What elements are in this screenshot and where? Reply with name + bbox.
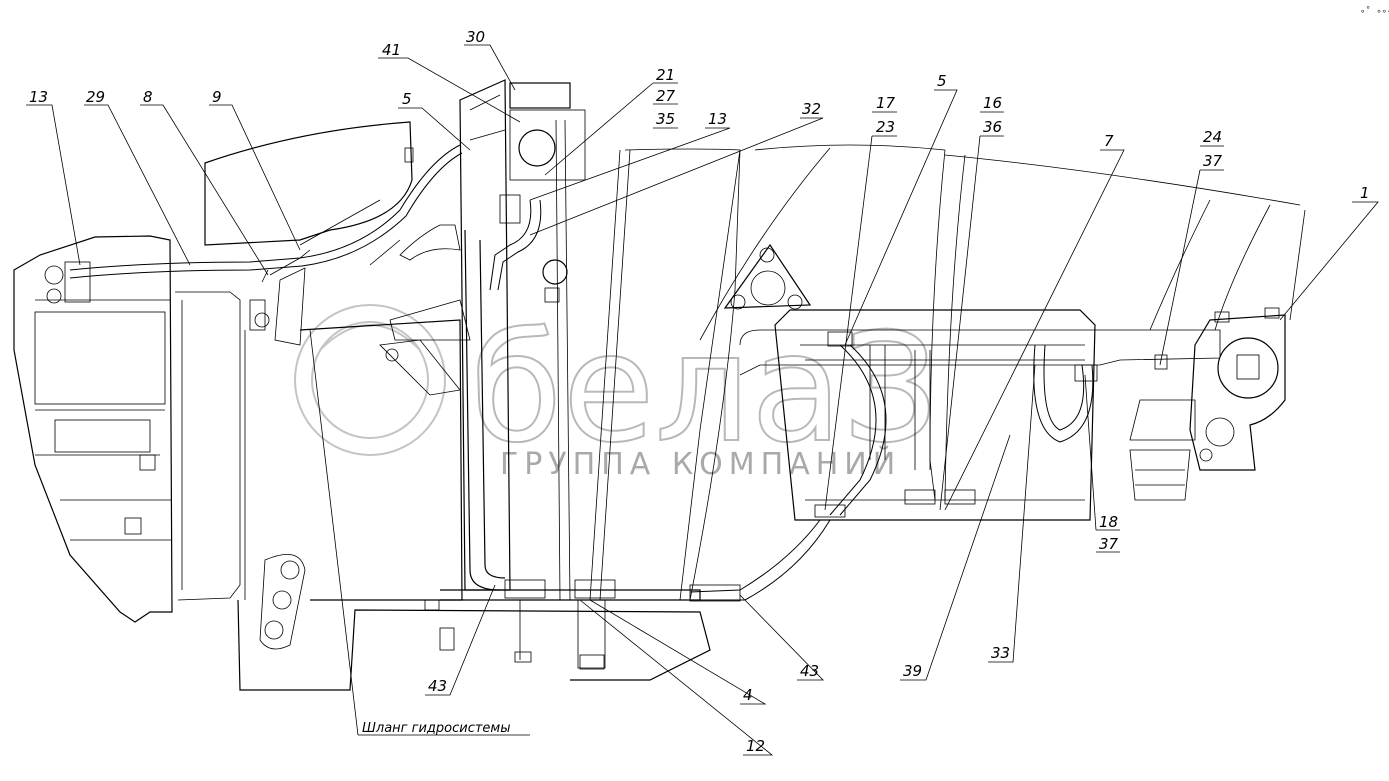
callout-37-bottom: 37 bbox=[1099, 535, 1119, 553]
watermark: белаЗ ГРУППА КОМПАНИЙ bbox=[294, 301, 940, 482]
callout-23: 23 bbox=[876, 118, 895, 136]
lower-frame bbox=[237, 553, 711, 691]
callout-33: 33 bbox=[991, 644, 1010, 662]
callout-41: 41 bbox=[382, 41, 401, 59]
callout-4: 4 bbox=[743, 686, 753, 704]
callout-18: 18 bbox=[1099, 513, 1118, 531]
callout-36: 36 bbox=[983, 118, 1002, 136]
callout-43-left: 43 bbox=[428, 677, 447, 695]
hood-panel bbox=[69, 121, 463, 346]
callout-17: 17 bbox=[876, 94, 896, 112]
callout-13-left: 13 bbox=[29, 88, 48, 106]
callout-12: 12 bbox=[746, 737, 765, 755]
callout-8: 8 bbox=[143, 88, 153, 106]
callout-39: 39 bbox=[903, 662, 922, 680]
caption-hydraulic-hose: Шланг гидросистемы bbox=[362, 721, 511, 736]
body-curves bbox=[624, 144, 1306, 601]
central-panel bbox=[299, 79, 701, 601]
callout-1: 1 bbox=[1360, 184, 1370, 202]
callout-16: 16 bbox=[983, 94, 1002, 112]
callout-labels: 13 29 8 9 41 30 5 21 27 35 13 32 17 23 5… bbox=[29, 28, 1370, 755]
callout-27: 27 bbox=[656, 87, 676, 105]
callout-21: 21 bbox=[656, 66, 675, 84]
callout-9: 9 bbox=[212, 88, 222, 106]
corner-mark: ∘˚ ∘∘∘ bbox=[1360, 6, 1389, 17]
tank-box bbox=[689, 309, 1221, 602]
leader-lines bbox=[26, 44, 1379, 756]
callout-32: 32 bbox=[802, 100, 821, 118]
left-unit bbox=[13, 235, 270, 623]
right-joint bbox=[1129, 307, 1286, 501]
watermark-group: ГРУППА КОМПАНИЙ bbox=[500, 446, 901, 482]
callout-37-top: 37 bbox=[1203, 152, 1223, 170]
callout-24: 24 bbox=[1203, 128, 1222, 146]
callout-5-left: 5 bbox=[402, 90, 412, 108]
callout-30: 30 bbox=[466, 28, 485, 46]
callout-43-right: 43 bbox=[800, 662, 819, 680]
callout-5-right: 5 bbox=[937, 72, 947, 90]
callout-35: 35 bbox=[656, 110, 675, 128]
callout-13-center: 13 bbox=[708, 110, 727, 128]
callout-29: 29 bbox=[86, 88, 105, 106]
callout-7: 7 bbox=[1104, 132, 1114, 150]
